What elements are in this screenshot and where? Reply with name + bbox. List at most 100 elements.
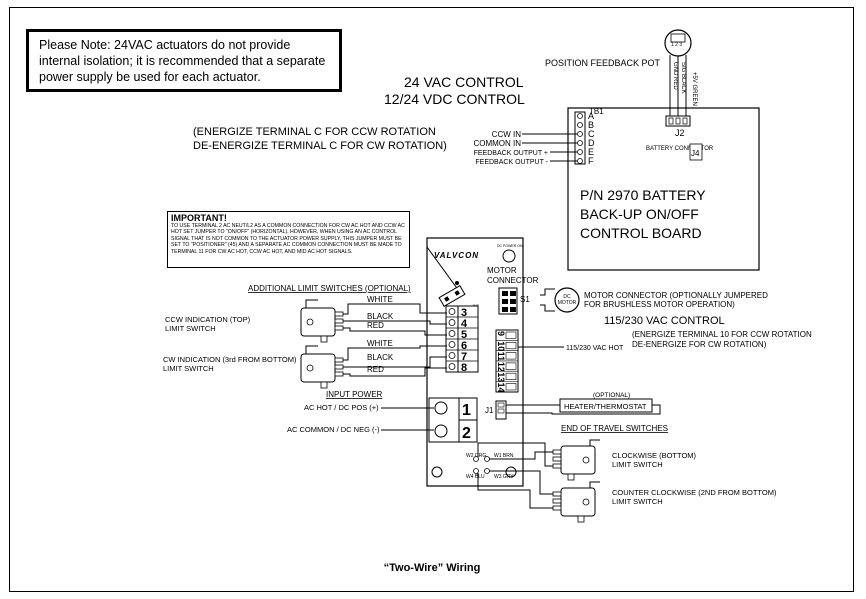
j1-label: J1 [485, 406, 494, 415]
limit-switch-bottom [300, 345, 344, 389]
vac-terminal-screw [505, 372, 517, 381]
ccw-bottom-line1: COUNTER CLOCKWISE (2ND FROM BOTTOM) [612, 488, 777, 497]
cw-bottom-line1: CLOCKWISE (BOTTOM) [612, 451, 697, 460]
vac-terminal-number: 9 [496, 331, 506, 336]
tb1-terminal [577, 113, 583, 119]
vac-terminal-number: 10 [496, 341, 506, 351]
pot-connector-j2: J2 [675, 128, 685, 138]
tb1-terminal [577, 131, 583, 137]
feedback-out-neg-label: FEEDBACK OUTPUT - [475, 159, 548, 166]
heater-optional: (OPTIONAL) [593, 392, 630, 399]
tb1-letter: E [588, 147, 594, 157]
tb1-inputs: CCW IN COMMON IN FEEDBACK OUTPUT + FEEDB… [473, 130, 577, 166]
dc-power-on-label: DC POWER ON [497, 244, 523, 248]
vac-terminal-screw [505, 341, 517, 350]
tb1-terminal [577, 149, 583, 155]
dc-motor-line2: MOTOR [558, 300, 577, 306]
limit-terminal-number: 4 [461, 318, 468, 330]
vac-terminal-screw [505, 383, 517, 391]
valvcon-logo: VALVCON [434, 251, 479, 260]
motor-note-line2: FOR BRUSHLESS MOTOR OPERATION) [584, 300, 735, 309]
tb1-letter: B [588, 120, 594, 130]
tb1-letter: F [588, 156, 594, 166]
input-power-header: INPUT POWER [326, 390, 383, 399]
end-switch-ccw [552, 481, 600, 523]
vac-note-line1: (ENERGIZE TERMINAL 10 FOR CCW ROTATION [632, 330, 812, 339]
wire-white-bottom: WHITE [367, 339, 393, 348]
limit-terminal-screw [448, 330, 456, 337]
rotation-note-line2: DE-ENERGIZE TERMINAL C FOR CW ROTATION) [193, 140, 447, 152]
feedback-out-pos-label: FEEDBACK OUTPUT + [474, 150, 548, 157]
pot-label: POSITION FEEDBACK POT [545, 58, 661, 68]
common-in-label: COMMON IN [473, 139, 521, 148]
tb1-letter: C [588, 129, 595, 139]
wire-black-top: BLACK [367, 312, 394, 321]
tb1-letter: D [588, 138, 595, 148]
tb1-label: TB1 [589, 107, 604, 116]
vac-terminal-number: 12 [496, 362, 506, 372]
vac-control-title: 115/230 VAC CONTROL [604, 315, 725, 327]
limit-terminal-screw [448, 352, 456, 359]
vac-hot-label: 115/230 VAC HOT [566, 345, 624, 352]
wire-w3-gry: W3 GRY [494, 474, 514, 480]
board-title-line2: BACK-UP ON/OFF [580, 206, 699, 222]
caption: “Two-Wire” Wiring [384, 562, 481, 574]
limit-wiring: WHITE BLACK RED WHITE BLACK RED [343, 295, 447, 377]
limit-terminal-number: 5 [461, 329, 467, 341]
tb1-terminal [577, 140, 583, 146]
board-title-line1: P/N 2970 BATTERY [580, 187, 706, 203]
vac-terminal-number: 14 [496, 383, 506, 393]
battery-connector-label: BATTERY CONNECTOR [646, 146, 714, 152]
limit-terminal-screw [448, 363, 456, 370]
rotation-note-line1: (ENERGIZE TERMINAL C FOR CCW ROTATION [193, 126, 436, 138]
vac-terminal-screw [505, 331, 517, 339]
heater-label: HEATER/THERMOSTAT [564, 402, 647, 411]
feedback-pot: 1 2 3 +5V GREEN SIG BLACK GND RED J2 [664, 29, 697, 138]
pot-pin-numbers: 1 2 3 [671, 42, 682, 48]
vac-terminal-number: 11 [496, 352, 506, 362]
motor-connector-label-1: MOTOR [487, 266, 517, 275]
board-title-line3: CONTROL BOARD [580, 225, 702, 241]
ac-common-label: AC COMMON / DC NEG (-) [287, 425, 380, 434]
isolation-note-text: Please Note: 24VAC actuators do not prov… [39, 38, 326, 84]
pot-wire-black: SIG BLACK [680, 62, 686, 94]
tb1-terminal [577, 122, 583, 128]
limit-terminal-screw [448, 319, 456, 326]
important-body: TO USE TERMINAL 2 AC NEUT/L2 AS A COMMON… [171, 223, 405, 255]
end-travel-header: END OF TRAVEL SWITCHES [561, 424, 668, 433]
isolation-note: Please Note: 24VAC actuators do not prov… [26, 29, 342, 92]
vdc-title: 12/24 VDC CONTROL [384, 91, 525, 107]
cw-bottom-line2: LIMIT SWITCH [612, 460, 663, 469]
vac-note-line2: DE-ENERGIZE FOR CW ROTATION) [632, 340, 767, 349]
end-travel-wiring [477, 442, 553, 509]
wire-red-top: RED [367, 321, 384, 330]
power-terminal-2: 2 [462, 425, 471, 442]
wire-red-bottom: RED [367, 365, 384, 374]
vac-terminal-screw [505, 362, 517, 370]
power-terminal-1: 1 [462, 402, 471, 419]
limit-terminal-screw [448, 308, 456, 315]
pot-wire-green: +5V GREEN [691, 72, 697, 106]
end-switch-cw [552, 439, 600, 481]
limit-terminal-number: 7 [461, 351, 467, 363]
cw-indication-line2: LIMIT SWITCH [163, 364, 214, 373]
s1-label: S1 [520, 295, 530, 304]
limit-terminal-number: 3 [461, 307, 467, 319]
vac-terminal-number: 13 [496, 372, 506, 382]
important-note: IMPORTANT! TO USE TERMINAL 2 AC NEUT/L2 … [167, 211, 410, 268]
vac-24-title: 24 VAC CONTROL [404, 74, 524, 90]
additional-limit-header: ADDITIONAL LIMIT SWITCHES (OPTIONAL) [248, 284, 411, 293]
wire-white-top: WHITE [367, 295, 393, 304]
diagram-frame [9, 7, 854, 592]
motor-connector-label-2: CONNECTOR [487, 276, 539, 285]
tb1-letter: A [588, 111, 594, 121]
limit-terminal-screw [448, 341, 456, 348]
vac-terminal-screw [505, 352, 517, 360]
wire-w2-org: W2 ORG [466, 453, 486, 459]
dc-motor-line1: DC [563, 294, 571, 300]
limit-terminal-number: 6 [461, 340, 467, 352]
wire-w4-blu: W4 BLU [466, 474, 485, 480]
